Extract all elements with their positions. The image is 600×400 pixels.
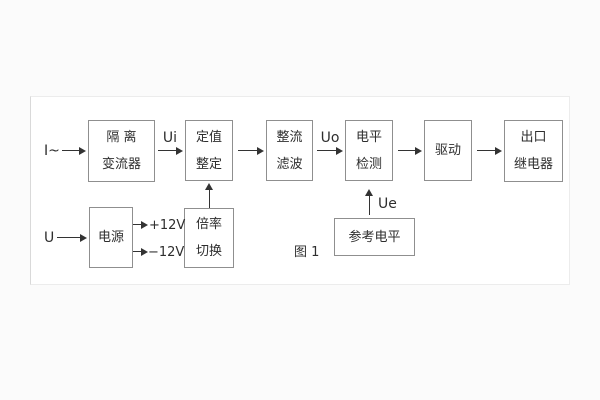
block-label-line: 电源	[97, 230, 124, 245]
label-signal-uo: Uo	[320, 130, 340, 146]
label-current-input: I~	[44, 143, 60, 159]
arrow-drive-to-relay-icon	[477, 146, 502, 155]
arrow-reference-to-level-icon	[365, 189, 373, 215]
block-ratio-switch: 倍率 切换	[184, 208, 234, 268]
block-label-line: 定值	[195, 129, 222, 145]
block-label-line: 整流	[276, 129, 303, 145]
label-signal-ue: Ue	[378, 196, 397, 212]
block-label-line: 隔 离	[106, 130, 137, 145]
block-label-line: 滤波	[276, 156, 303, 172]
arrow-plus-12v-icon	[133, 220, 148, 229]
block-label-line: 倍率	[195, 217, 222, 232]
figure-caption: 图 1	[294, 245, 320, 260]
arrow-level-to-drive-icon	[398, 146, 422, 155]
arrow-setpoint-to-rectify-icon	[238, 146, 264, 155]
block-label-line: 变流器	[101, 157, 141, 172]
block-level-detection: 电平 检测	[345, 120, 393, 181]
block-label-line: 检测	[355, 156, 382, 172]
arrow-minus-12v-icon	[133, 247, 148, 256]
arrow-current-input-icon	[62, 146, 86, 155]
label-minus-12v-rail: −12V	[148, 245, 185, 260]
arrow-isolation-to-setpoint-icon	[158, 146, 183, 155]
block-isolation-transformer: 隔 离 变流器	[88, 120, 155, 182]
block-label-line: 电平	[355, 129, 382, 145]
arrow-rectify-to-level-icon	[317, 146, 343, 155]
block-power-supply: 电源	[89, 207, 133, 268]
block-label-line: 整定	[195, 156, 222, 172]
arrow-voltage-input-icon	[57, 233, 87, 242]
label-plus-12v-rail: +12V	[149, 218, 186, 233]
arrow-ratio-to-setpoint-icon	[205, 183, 213, 208]
block-drive: 驱动	[424, 120, 472, 181]
block-label-line: 参考电平	[348, 229, 401, 245]
block-label-line: 出口	[520, 130, 547, 145]
block-rectify-filter: 整流 滤波	[266, 120, 313, 181]
block-label-line: 切换	[195, 244, 222, 259]
block-label-line: 驱动	[434, 143, 461, 158]
block-label-line: 继电器	[513, 157, 553, 172]
block-output-relay: 出口 继电器	[504, 120, 563, 182]
label-voltage-input: U	[44, 230, 55, 246]
block-setpoint-adjustment: 定值 整定	[185, 120, 233, 181]
block-reference-level: 参考电平	[334, 218, 415, 256]
label-signal-ui: Ui	[162, 130, 178, 146]
